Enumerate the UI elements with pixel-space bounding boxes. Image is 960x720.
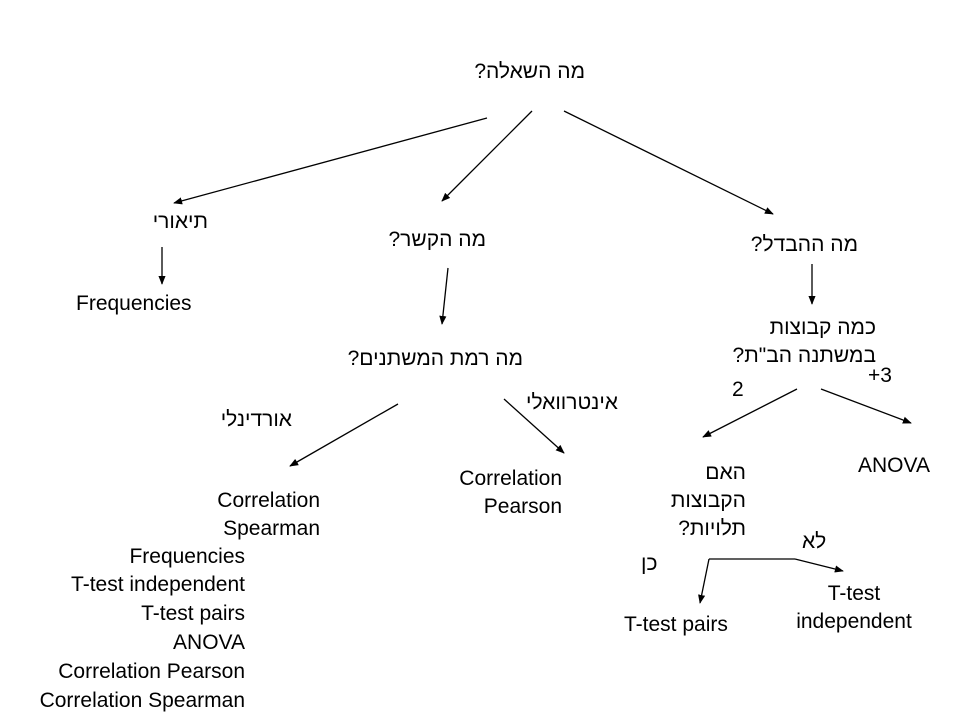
summary-item: T-test independent bbox=[71, 573, 245, 596]
arrow-root-to-difference bbox=[563, 110, 774, 215]
t-test-pairs-result: T-test pairs bbox=[624, 613, 728, 636]
arrow-relationship-to-variable-level bbox=[439, 267, 449, 325]
anova-result: ANOVA bbox=[858, 454, 930, 477]
interval-label: אינטרוואלי bbox=[526, 391, 618, 414]
summary-item: Correlation Pearson bbox=[58, 660, 245, 683]
arrow-to-t-test-pairs bbox=[698, 558, 710, 604]
arrow-groups-to-three-plus bbox=[820, 388, 912, 424]
spearman-result-line-2: Spearman bbox=[223, 517, 320, 540]
difference-branch-label: מה ההבדל? bbox=[750, 233, 858, 256]
t-test-independent-line-2: independent bbox=[796, 610, 912, 633]
summary-item: ANOVA bbox=[173, 631, 245, 654]
dependent-question-line-3: תלויות? bbox=[678, 517, 746, 540]
dependent-question-line-1: האם bbox=[705, 461, 746, 484]
three-plus-groups-label: +3 bbox=[868, 364, 892, 387]
two-groups-label: 2 bbox=[732, 378, 744, 401]
arrow-variable-level-to-ordinal bbox=[289, 403, 399, 467]
arrow-root-to-relationship bbox=[441, 110, 533, 202]
spearman-result-line-1: Correlation bbox=[217, 489, 320, 512]
arrow-to-t-test-independent bbox=[794, 558, 844, 573]
t-test-independent-line-1: T-test bbox=[827, 582, 881, 605]
arrow-groups-to-two bbox=[702, 388, 798, 438]
ordinal-label: אורדינלי bbox=[220, 408, 292, 431]
arrow-root-to-description bbox=[173, 117, 488, 205]
summary-item: T-test pairs bbox=[141, 602, 245, 625]
dependent-question-line-2: הקבוצות bbox=[670, 489, 746, 512]
groups-question-line-2: במשתנה הב"ת? bbox=[732, 344, 876, 367]
variable-level-question: מה רמת המשתנים? bbox=[347, 347, 523, 370]
summary-item: Correlation Spearman bbox=[39, 689, 245, 712]
groups-question-line-1: כמה קבוצות bbox=[769, 316, 876, 339]
description-branch-label: תיאורי bbox=[152, 210, 208, 233]
pearson-result-line-2: Pearson bbox=[483, 495, 562, 518]
pearson-result-line-1: Correlation bbox=[459, 467, 562, 490]
arrow-variable-level-to-interval bbox=[503, 398, 565, 454]
relationship-branch-label: מה הקשר? bbox=[388, 228, 487, 251]
description-frequencies-result: Frequencies bbox=[76, 292, 192, 315]
summary-item: Frequencies bbox=[129, 545, 245, 568]
yes-label: כן bbox=[641, 552, 658, 575]
root-question: מה השאלה? bbox=[474, 60, 585, 83]
no-label: לא bbox=[802, 530, 827, 553]
